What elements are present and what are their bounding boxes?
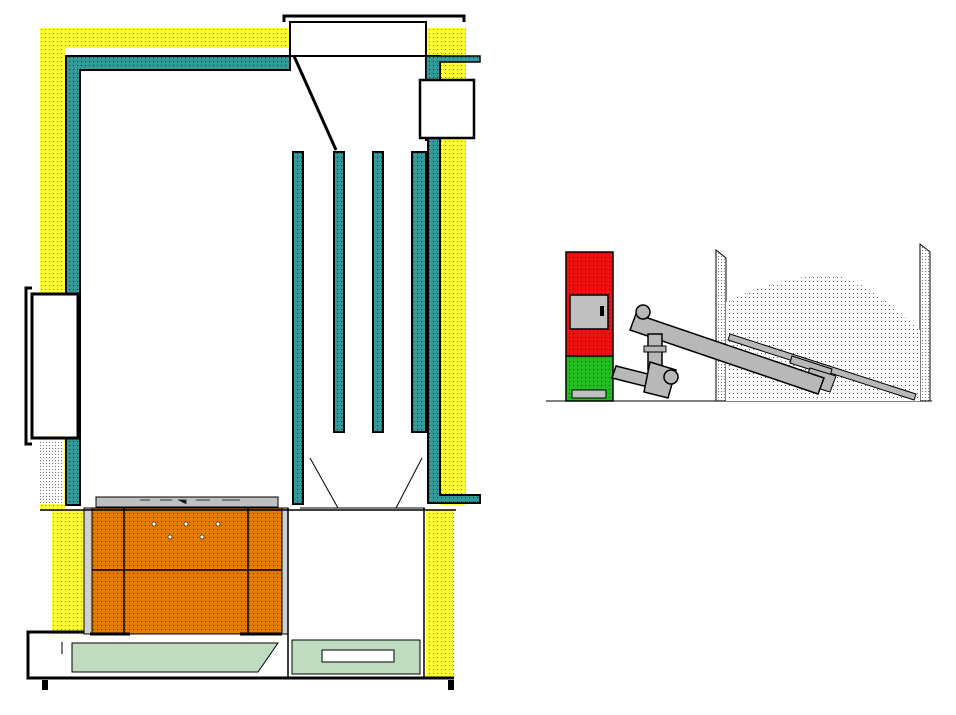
lower-chamber-frame: [40, 508, 456, 678]
flue-baffle: [292, 55, 338, 151]
ash-door: [571, 389, 607, 399]
ash-pan-left: [71, 642, 279, 673]
boiler-door-handle: [600, 306, 604, 316]
flue-outlet-box: [282, 14, 466, 22]
ash-pan-right-handle: [321, 649, 395, 663]
convection-tubes: [292, 151, 427, 505]
foot-right: [448, 680, 454, 690]
combustion-grate: [95, 496, 279, 508]
side-door-left-hinge: [24, 286, 32, 446]
drop-pipe-flange: [643, 345, 667, 353]
refractory-side-right: [281, 507, 289, 635]
storage-wall-left: [715, 248, 727, 402]
refractory-bricks: [92, 508, 282, 634]
side-door-left: [30, 292, 80, 440]
ash-hopper-lines: [300, 457, 425, 509]
transfer-auger-top-cap: [635, 304, 651, 320]
left-lower-insulation: [40, 440, 64, 504]
storage-wall-right: [919, 242, 931, 402]
lower-insulation-right: [426, 510, 454, 678]
side-inspection-door-right: [418, 78, 476, 140]
foot-left: [42, 680, 48, 690]
transfer-auger-tube: [629, 313, 825, 395]
boiler-cross-section: [24, 14, 481, 690]
grate-detail: [140, 499, 240, 504]
refractory-side-left: [83, 507, 93, 635]
base-frame: [26, 630, 454, 680]
lower-insulation-left: [52, 510, 84, 634]
burner-auger-cap: [663, 369, 679, 385]
refractory-chamber: [91, 507, 283, 635]
air-holes: [151, 521, 221, 540]
flue-chamber: [289, 21, 427, 57]
water-jacket-left: [65, 55, 291, 506]
insulation-right-upper: [426, 28, 466, 505]
water-jacket-right: [425, 55, 481, 504]
fuel-feed-system: [546, 242, 932, 402]
base-frame-top: [34, 630, 282, 636]
